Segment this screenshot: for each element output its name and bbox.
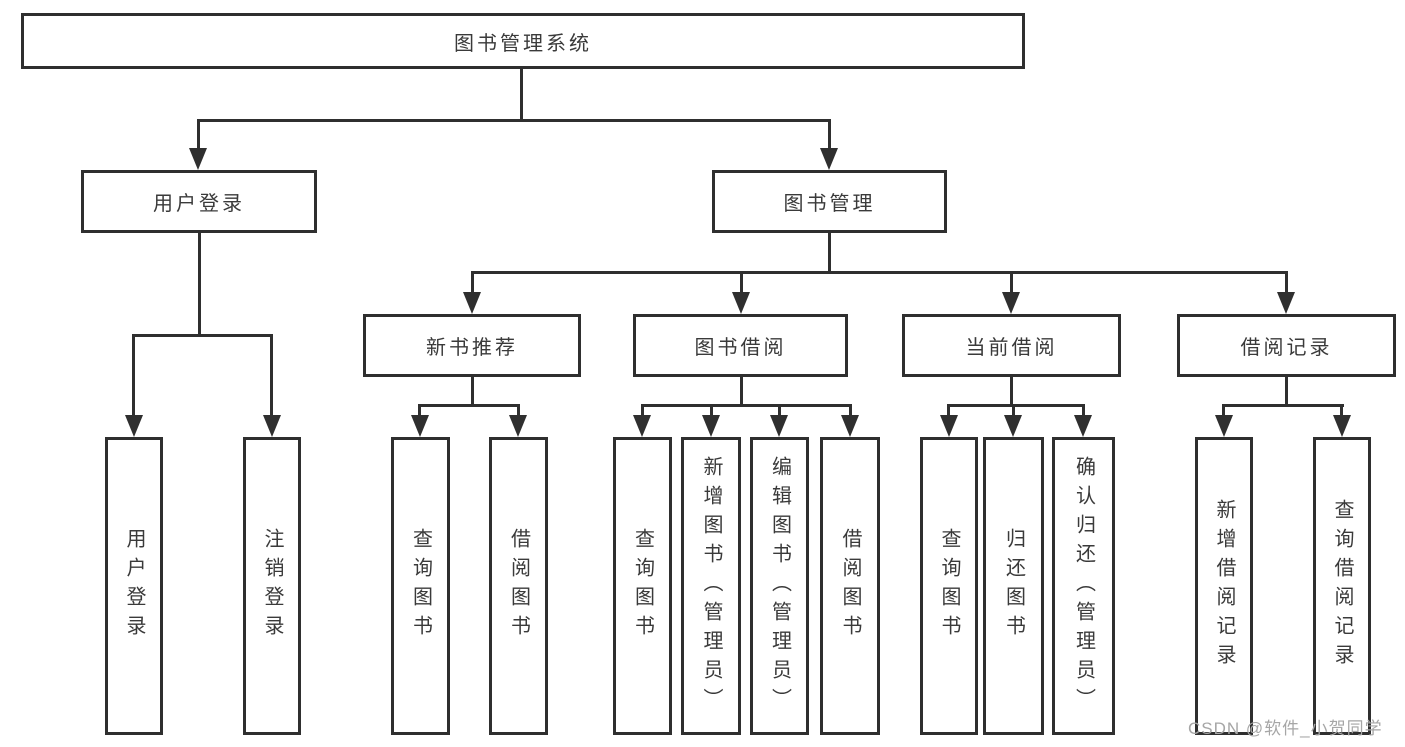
connector-leaf-drop xyxy=(1222,404,1225,418)
node-book-mgmt: 图书管理 xyxy=(712,170,947,233)
connector-leaf-drop xyxy=(1082,404,1085,418)
arrow-down-leaf xyxy=(702,415,720,437)
connector-leaf-drop xyxy=(947,404,950,418)
node-root: 图书管理系统 xyxy=(21,13,1025,69)
leaf-user-login: 用户登录 xyxy=(105,437,163,735)
leaf-query-books-newbook-label: 查询图书 xyxy=(409,528,432,644)
node-borrow-records-label: 借阅记录 xyxy=(1240,337,1333,359)
connector-level3-bar xyxy=(471,271,1288,274)
leaf-query-books-newbook: 查询图书 xyxy=(391,437,450,735)
leaf-return-books: 归还图书 xyxy=(983,437,1044,735)
node-new-books: 新书推荐 xyxy=(363,314,581,377)
connector-user-login-bar xyxy=(132,334,273,337)
node-current-borrow-label: 当前借阅 xyxy=(965,337,1058,359)
connector-leaf-drop xyxy=(778,404,781,418)
arrow-down-leaf xyxy=(1074,415,1092,437)
connector-leaf-drop xyxy=(1340,404,1343,418)
connector-leaf-drop xyxy=(641,404,644,418)
leaf-user-login-label: 用户登录 xyxy=(123,528,145,644)
connector-to-new-books xyxy=(471,271,474,295)
leaf-query-books-borrow: 查询图书 xyxy=(613,437,672,735)
connector-borrow-records-stem xyxy=(1285,377,1288,407)
leaf-return-books-label: 归还图书 xyxy=(1002,528,1025,644)
arrow-down-current-borrow xyxy=(1002,292,1020,314)
leaf-query-books-current: 查询图书 xyxy=(920,437,978,735)
connector-level2-bar xyxy=(197,119,831,122)
connector-root-stem xyxy=(520,68,523,121)
arrow-down-book-borrow xyxy=(732,292,750,314)
connector-leaf-drop xyxy=(418,404,421,418)
leaf-edit-books-admin-label: 编辑图书（管理员） xyxy=(768,455,791,717)
node-user-login: 用户登录 xyxy=(81,170,317,233)
arrow-down-leaf xyxy=(1333,415,1351,437)
leaf-borrow-books-label: 借阅图书 xyxy=(839,528,861,644)
node-root-label: 图书管理系统 xyxy=(454,32,592,55)
arrow-down-leaf xyxy=(940,415,958,437)
leaf-borrow-books-newbook-label: 借阅图书 xyxy=(507,528,530,644)
leaf-borrow-books-newbook: 借阅图书 xyxy=(489,437,548,735)
csdn-watermark: CSDN @软件_小贺同学 xyxy=(1188,719,1383,738)
leaf-logout: 注销登录 xyxy=(243,437,301,735)
arrow-down-leaf xyxy=(411,415,429,437)
leaf-query-borrow-record-label: 查询借阅记录 xyxy=(1331,499,1353,673)
connector-user-login-stem xyxy=(198,233,201,337)
arrow-down-leaf xyxy=(841,415,859,437)
connector-new-books-stem xyxy=(471,377,474,407)
leaf-borrow-books: 借阅图书 xyxy=(820,437,880,735)
leaf-query-books-current-label: 查询图书 xyxy=(938,528,960,644)
connector-book-borrow-bar xyxy=(641,404,852,407)
connector-current-borrow-stem xyxy=(1010,377,1013,407)
connector-leaf-drop xyxy=(1012,404,1015,418)
connector-to-borrow-records xyxy=(1285,271,1288,295)
leaf-add-borrow-record: 新增借阅记录 xyxy=(1195,437,1253,735)
connector-leaf-drop xyxy=(849,404,852,418)
arrow-down-leaf-login xyxy=(125,415,143,437)
connector-new-books-bar xyxy=(418,404,520,407)
connector-book-borrow-stem xyxy=(740,377,743,407)
leaf-query-books-borrow-label: 查询图书 xyxy=(631,528,654,644)
leaf-query-borrow-record: 查询借阅记录 xyxy=(1313,437,1371,735)
arrow-down-leaf xyxy=(509,415,527,437)
leaf-confirm-return-admin: 确认归还（管理员） xyxy=(1052,437,1115,735)
leaf-confirm-return-admin-label: 确认归还（管理员） xyxy=(1072,455,1095,717)
leaf-edit-books-admin: 编辑图书（管理员） xyxy=(750,437,809,735)
node-new-books-label: 新书推荐 xyxy=(426,337,518,359)
arrow-down-leaf-logout xyxy=(263,415,281,437)
arrow-down-borrow-records xyxy=(1277,292,1295,314)
arrow-down-new-books xyxy=(463,292,481,314)
node-borrow-records: 借阅记录 xyxy=(1177,314,1396,377)
connector-to-leaf-logout xyxy=(270,334,273,418)
node-current-borrow: 当前借阅 xyxy=(902,314,1121,377)
node-book-borrow: 图书借阅 xyxy=(633,314,848,377)
connector-leaf-drop xyxy=(710,404,713,418)
arrow-down-leaf xyxy=(1004,415,1022,437)
connector-to-book-borrow xyxy=(740,271,743,295)
leaf-add-borrow-record-label: 新增借阅记录 xyxy=(1213,499,1235,673)
node-user-login-label: 用户登录 xyxy=(153,193,245,215)
connector-borrow-records-bar xyxy=(1222,404,1344,407)
connector-to-user-login xyxy=(197,119,200,151)
arrow-down-leaf xyxy=(770,415,788,437)
arrow-down-book-mgmt xyxy=(820,148,838,170)
arrow-down-leaf xyxy=(1215,415,1233,437)
leaf-logout-label: 注销登录 xyxy=(261,528,283,644)
leaf-add-books-admin-label: 新增图书（管理员） xyxy=(700,455,722,717)
node-book-borrow-label: 图书借阅 xyxy=(694,337,787,359)
connector-book-mgmt-stem xyxy=(828,233,831,274)
node-book-mgmt-label: 图书管理 xyxy=(783,193,876,215)
arrow-down-user-login xyxy=(189,148,207,170)
connector-to-leaf-login xyxy=(132,334,135,418)
arrow-down-leaf xyxy=(633,415,651,437)
connector-to-book-mgmt xyxy=(828,119,831,151)
leaf-add-books-admin: 新增图书（管理员） xyxy=(681,437,741,735)
connector-leaf-drop xyxy=(517,404,520,418)
connector-current-borrow-bar xyxy=(947,404,1085,407)
connector-to-current-borrow xyxy=(1010,271,1013,295)
